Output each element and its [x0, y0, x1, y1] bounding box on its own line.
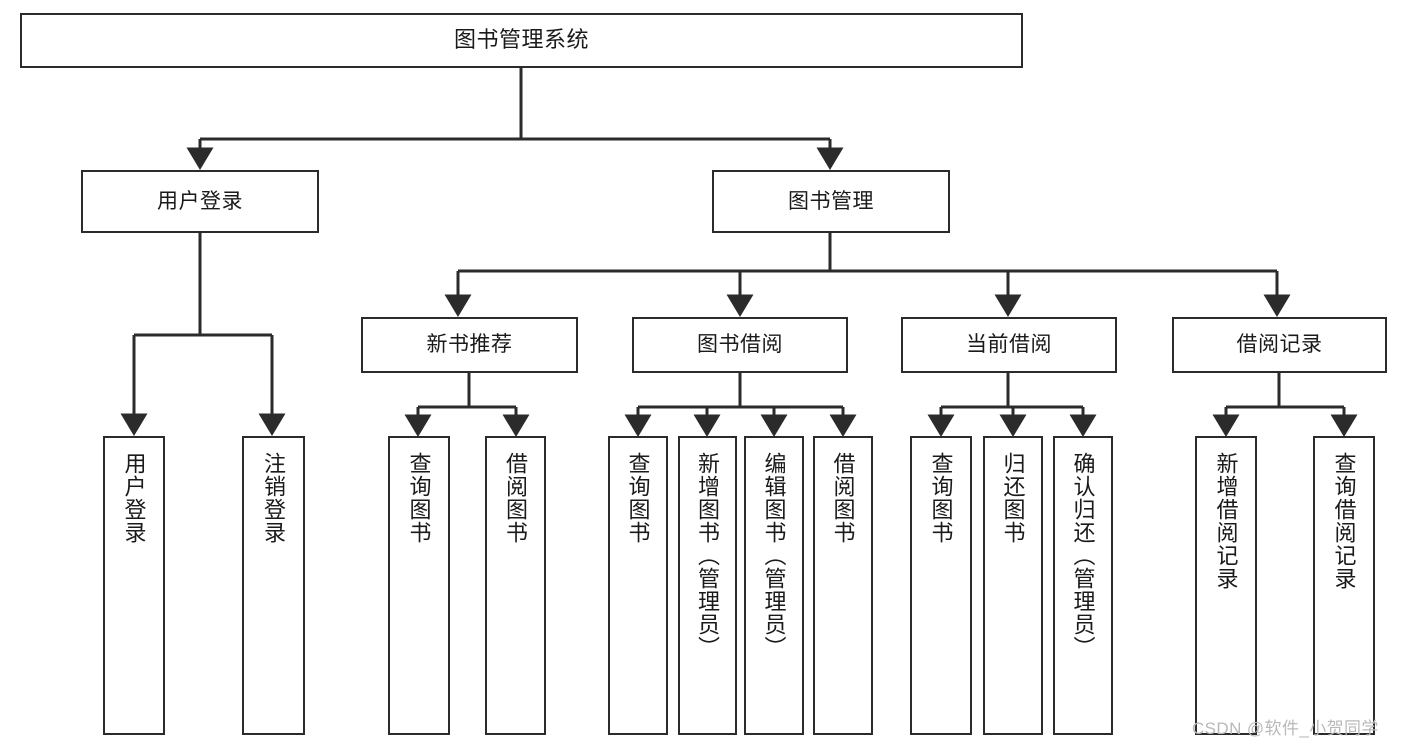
- node-leaf-add-borrow-record[interactable]: 新增借阅记录: [1195, 436, 1257, 735]
- node-label: 图书管理系统: [453, 27, 589, 53]
- node-leaf-borrow-book[interactable]: 借阅图书: [813, 436, 873, 735]
- node-label: 用户登录: [157, 189, 243, 213]
- node-leaf-add-book[interactable]: 新增图书（管理员）: [678, 436, 737, 735]
- node-label: 新增图书（管理员）: [695, 452, 721, 659]
- node-label: 借阅记录: [1236, 333, 1323, 357]
- node-leaf-user-login[interactable]: 用户登录: [103, 436, 165, 735]
- node-leaf-edit-book[interactable]: 编辑图书（管理员）: [744, 436, 804, 735]
- node-label: 新增借阅记录: [1213, 452, 1239, 590]
- node-leaf-return-book[interactable]: 归还图书: [983, 436, 1043, 735]
- node-label: 新书推荐: [426, 333, 513, 357]
- node-label: 归还图书: [1000, 452, 1026, 544]
- node-label: 确认归还（管理员）: [1070, 452, 1096, 659]
- node-book-borrow[interactable]: 图书借阅: [632, 317, 848, 373]
- node-current-borrow[interactable]: 当前借阅: [901, 317, 1117, 373]
- node-label: 查询图书: [406, 452, 432, 544]
- node-leaf-borrow-book-recommend[interactable]: 借阅图书: [485, 436, 546, 735]
- node-user-login[interactable]: 用户登录: [81, 170, 319, 233]
- node-book-management[interactable]: 图书管理: [712, 170, 950, 233]
- node-borrow-record[interactable]: 借阅记录: [1172, 317, 1387, 373]
- node-label: 注销登录: [261, 452, 287, 544]
- node-leaf-query-book-borrow[interactable]: 查询图书: [608, 436, 668, 735]
- node-leaf-query-borrow-record[interactable]: 查询借阅记录: [1313, 436, 1375, 735]
- node-label: 编辑图书（管理员）: [761, 452, 787, 659]
- node-root-system[interactable]: 图书管理系统: [20, 13, 1023, 68]
- node-label: 查询借阅记录: [1331, 452, 1357, 590]
- node-leaf-user-logout[interactable]: 注销登录: [242, 436, 305, 735]
- node-label: 查询图书: [928, 452, 954, 544]
- node-label: 借阅图书: [503, 452, 529, 544]
- node-label: 图书借阅: [697, 333, 783, 357]
- node-leaf-query-book-current[interactable]: 查询图书: [910, 436, 972, 735]
- node-leaf-query-book-recommend[interactable]: 查询图书: [388, 436, 450, 735]
- node-label: 当前借阅: [966, 333, 1052, 357]
- node-label: 借阅图书: [830, 452, 856, 544]
- node-label: 图书管理: [788, 189, 874, 213]
- node-label: 查询图书: [625, 452, 651, 544]
- node-new-book-recommend[interactable]: 新书推荐: [361, 317, 578, 373]
- node-label: 用户登录: [121, 452, 147, 544]
- node-leaf-confirm-return[interactable]: 确认归还（管理员）: [1053, 436, 1113, 735]
